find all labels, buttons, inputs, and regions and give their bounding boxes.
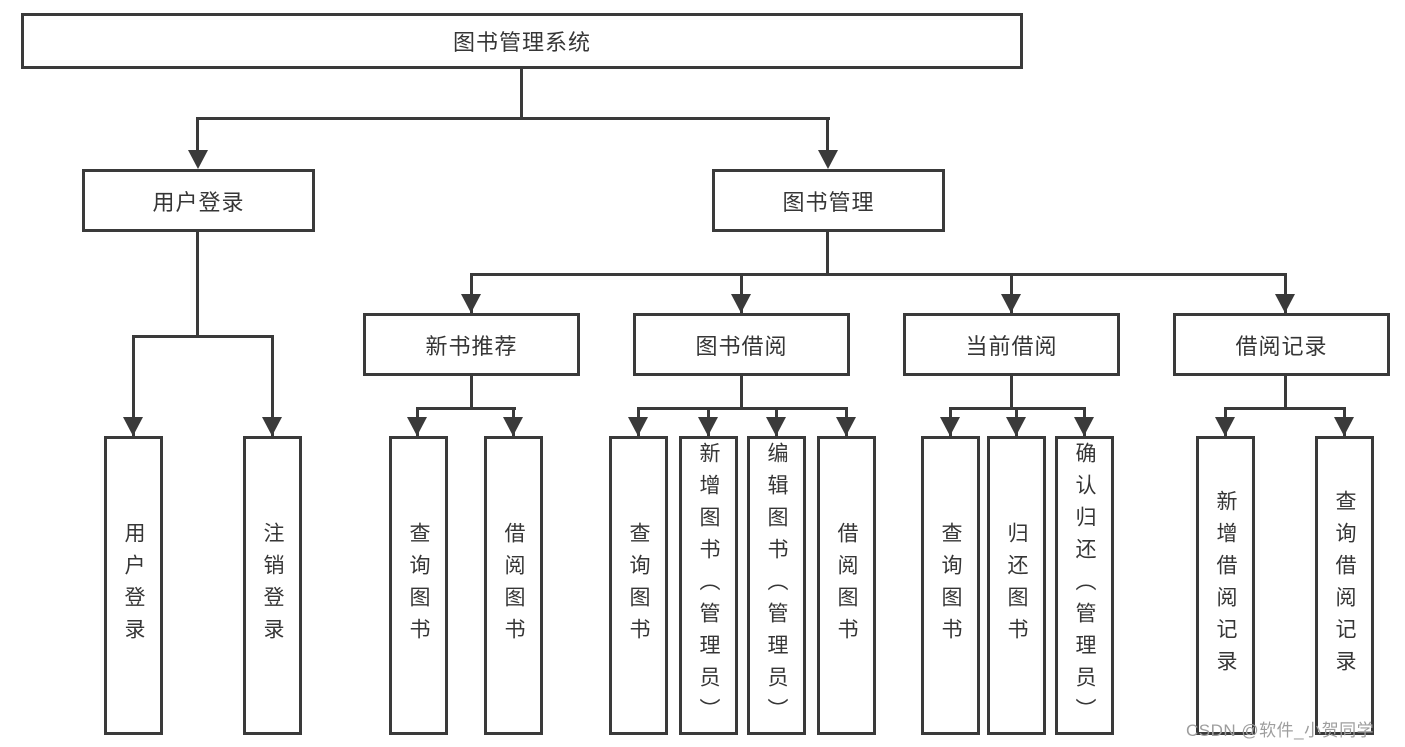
connector-segment [470, 376, 473, 410]
connector-segment [826, 232, 829, 276]
connector-segment [1284, 376, 1287, 410]
leaf-logout: 注销登录 [243, 436, 302, 735]
arrowhead [818, 150, 838, 169]
node-root: 图书管理系统 [21, 13, 1023, 69]
arrowhead [461, 294, 481, 313]
leaf-borrow-books: 借阅图书 [817, 436, 876, 735]
leaf-user-login-label: 用户登录 [122, 521, 145, 650]
leaf-add-book-admin-label: 新增图书（管理员） [697, 441, 720, 730]
node-book-management-label: 图书管理 [782, 189, 875, 215]
arrowhead [123, 417, 143, 436]
connector-segment [1010, 376, 1013, 410]
arrowhead [1001, 294, 1021, 313]
leaf-borrow-query-books-label: 查询图书 [627, 521, 650, 650]
leaf-borrow-query-books: 查询图书 [609, 436, 668, 735]
arrowhead [1006, 417, 1026, 436]
leaf-confirm-return-admin: 确认归还（管理员） [1055, 436, 1114, 735]
node-book-management: 图书管理 [712, 169, 945, 232]
arrowhead [766, 417, 786, 436]
node-new-book-recommend: 新书推荐 [363, 313, 580, 376]
leaf-recommend-borrow-books: 借阅图书 [484, 436, 543, 735]
leaf-logout-label: 注销登录 [261, 521, 284, 650]
connector-segment [196, 117, 199, 165]
connector-segment [271, 335, 274, 436]
leaf-return-book-label: 归还图书 [1005, 521, 1028, 650]
node-borrow-records: 借阅记录 [1173, 313, 1390, 376]
connector-segment [637, 407, 848, 410]
leaf-current-query-books-label: 查询图书 [939, 521, 962, 650]
leaf-recommend-query-books-label: 查询图书 [407, 521, 430, 650]
leaf-return-book: 归还图书 [987, 436, 1046, 735]
connector-segment [196, 232, 199, 338]
arrowhead [698, 417, 718, 436]
leaf-add-borrow-record: 新增借阅记录 [1196, 436, 1255, 735]
arrowhead [1334, 417, 1354, 436]
leaf-add-book-admin: 新增图书（管理员） [679, 436, 738, 735]
arrowhead [940, 417, 960, 436]
connector-segment [826, 117, 829, 165]
arrowhead [1275, 294, 1295, 313]
leaf-add-borrow-record-label: 新增借阅记录 [1214, 489, 1237, 682]
arrowhead [1074, 417, 1094, 436]
leaf-confirm-return-admin-label: 确认归还（管理员） [1073, 441, 1096, 730]
arrowhead [731, 294, 751, 313]
connector-segment [740, 273, 743, 313]
connector-segment [470, 273, 1286, 276]
arrowhead [1215, 417, 1235, 436]
connector-segment [1010, 273, 1013, 313]
connector-segment [740, 376, 743, 410]
arrowhead [628, 417, 648, 436]
node-root-label: 图书管理系统 [452, 30, 591, 55]
node-book-borrow: 图书借阅 [633, 313, 850, 376]
leaf-edit-book-admin-label: 编辑图书（管理员） [765, 441, 788, 730]
node-new-book-recommend-label: 新书推荐 [425, 333, 518, 359]
connector-segment [416, 407, 516, 410]
connector-segment [470, 273, 473, 313]
leaf-user-login: 用户登录 [104, 436, 163, 735]
connector-segment [1224, 407, 1346, 410]
arrowhead [262, 417, 282, 436]
node-book-borrow-label: 图书借阅 [695, 333, 788, 359]
arrowhead [188, 150, 208, 169]
leaf-query-borrow-record: 查询借阅记录 [1315, 436, 1374, 735]
node-borrow-records-label: 借阅记录 [1235, 333, 1328, 359]
connector-segment [520, 69, 523, 120]
node-user-login: 用户登录 [82, 169, 315, 232]
connector-segment [1284, 273, 1287, 313]
leaf-current-query-books: 查询图书 [921, 436, 980, 735]
leaf-query-borrow-record-label: 查询借阅记录 [1333, 489, 1356, 682]
leaf-recommend-query-books: 查询图书 [389, 436, 448, 735]
connector-segment [132, 335, 274, 338]
leaf-recommend-borrow-books-label: 借阅图书 [502, 521, 525, 650]
leaf-edit-book-admin: 编辑图书（管理员） [747, 436, 806, 735]
watermark: CSDN @软件_小贺同学 [1186, 721, 1375, 740]
node-user-login-label: 用户登录 [152, 189, 245, 215]
connector-segment [132, 335, 135, 436]
leaf-borrow-books-label: 借阅图书 [835, 521, 858, 650]
arrowhead [836, 417, 856, 436]
node-current-borrow-label: 当前借阅 [965, 333, 1058, 359]
connector-segment [197, 117, 830, 120]
arrowhead [503, 417, 523, 436]
node-current-borrow: 当前借阅 [903, 313, 1120, 376]
arrowhead [407, 417, 427, 436]
